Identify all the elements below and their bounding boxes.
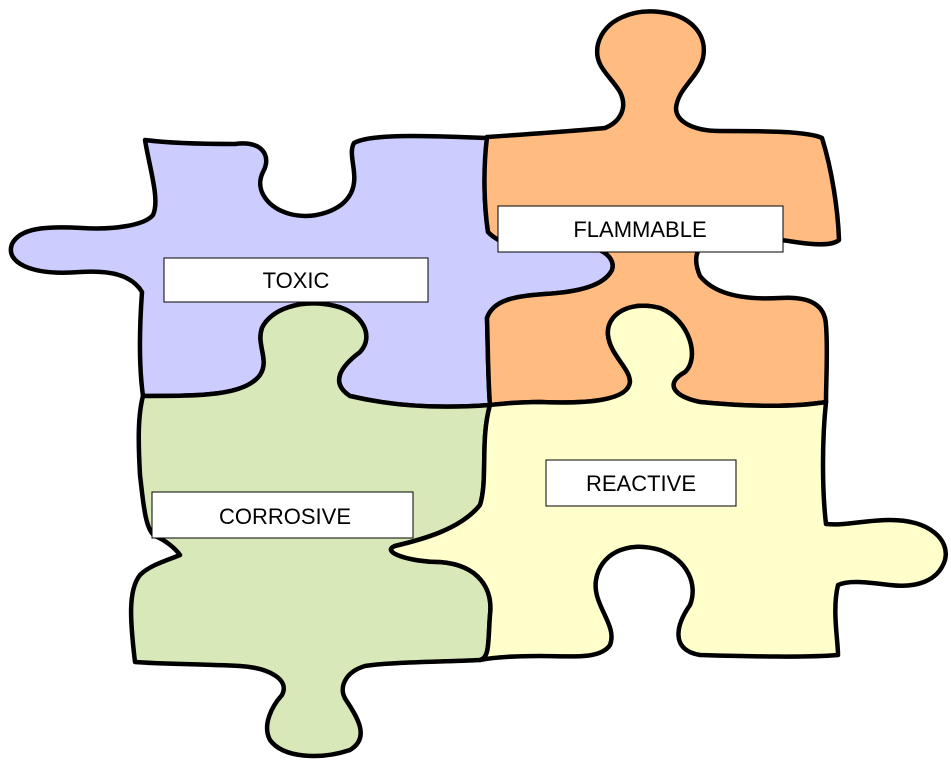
label-box-corrosive: [151, 491, 414, 539]
label-toxic: TOXIC: [163, 257, 429, 303]
label-text-flammable: FLAMMABLE: [573, 217, 706, 242]
label-text-corrosive: CORROSIVE: [219, 504, 351, 529]
label-corrosive: CORROSIVE: [151, 491, 414, 539]
label-box-reactive: [545, 459, 737, 507]
label-text-reactive: REACTIVE: [586, 471, 696, 496]
label-text-toxic: TOXIC: [263, 268, 330, 293]
label-reactive: REACTIVE: [545, 459, 737, 507]
label-box-flammable: [497, 205, 784, 253]
label-box-toxic: [163, 257, 429, 303]
label-flammable: FLAMMABLE: [497, 205, 784, 253]
